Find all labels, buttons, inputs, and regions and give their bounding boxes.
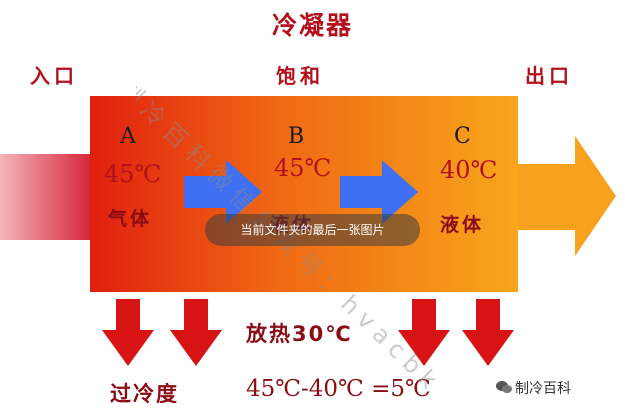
- stage-c-letter: C: [454, 124, 471, 149]
- stage-c-temp: 40℃: [440, 156, 498, 184]
- toast-message: 当前文件夹的最后一张图片: [205, 214, 420, 246]
- outlet-label: 出口: [525, 64, 573, 88]
- brand-name: 制冷百科: [515, 381, 571, 397]
- stage-a-letter: A: [120, 124, 136, 149]
- diagram-title: 冷凝器: [271, 11, 353, 40]
- inlet-label: 入口: [30, 64, 78, 88]
- stage-c-state: 液体: [440, 214, 485, 236]
- inlet-pipe: [0, 154, 92, 240]
- heat-arrow-3: [398, 299, 450, 366]
- flow-arrow-ab: [184, 160, 262, 224]
- heat-release-label: 放热30℃: [246, 322, 353, 346]
- wechat-icon: [496, 381, 512, 393]
- condenser-body: [90, 96, 518, 292]
- flow-arrow-bc: [340, 160, 418, 224]
- subcooling-formula: 45℃-40℃ =5℃: [246, 376, 431, 402]
- outlet-arrow: [518, 136, 616, 256]
- subcooling-label: 过冷度: [110, 382, 179, 406]
- stage-b-temp: 45℃: [274, 154, 332, 182]
- heat-arrow-1: [102, 299, 154, 366]
- stage-b-letter: B: [288, 124, 305, 149]
- stage-a-temp: 45℃: [104, 160, 162, 188]
- stage-a-state: 气体: [108, 208, 153, 230]
- saturation-label: 饱和: [276, 64, 324, 88]
- heat-arrow-4: [462, 299, 514, 366]
- heat-arrow-2: [170, 299, 222, 366]
